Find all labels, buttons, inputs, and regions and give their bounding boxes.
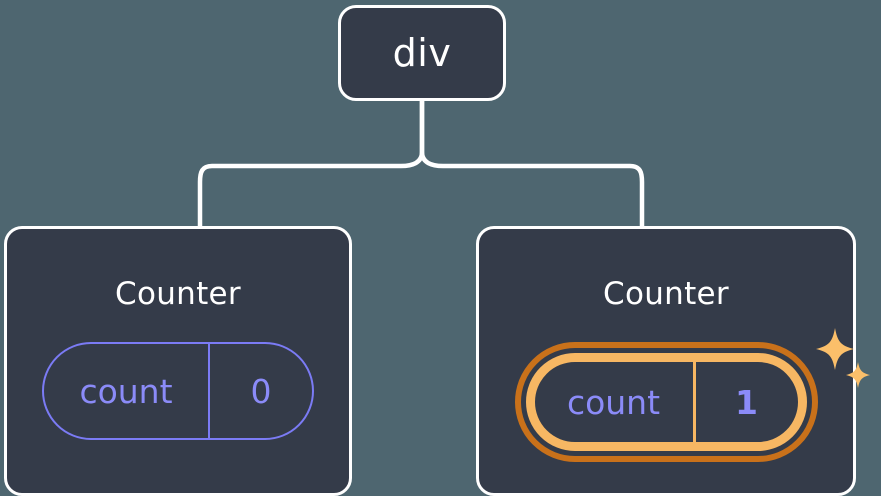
state-pill-right-wrapper: count 1 — [514, 328, 870, 462]
connector-left-branch — [197, 97, 425, 231]
node-counter-right[interactable]: Counter count 1 — [476, 226, 870, 496]
sparkle-small-icon — [845, 362, 870, 388]
sparkle-large-icon — [815, 328, 854, 370]
node-div[interactable]: div — [338, 5, 506, 101]
node-counter-left[interactable]: Counter count 0 — [4, 226, 352, 496]
state-pill-left[interactable]: count 0 — [42, 342, 314, 440]
state-pill-left-key: count — [79, 371, 173, 411]
state-pill-left-value: 0 — [208, 344, 312, 438]
state-pill-right-highlight-ring: count 1 — [514, 342, 818, 462]
node-div-label: div — [392, 31, 452, 75]
node-counter-right-title: Counter — [603, 276, 729, 312]
state-pill-right-key: count — [566, 382, 661, 422]
state-pill-right[interactable]: count 1 — [525, 353, 807, 451]
node-counter-left-title: Counter — [115, 276, 241, 312]
state-pill-left-wrapper: count 0 — [42, 342, 314, 440]
connector-right-branch — [419, 97, 645, 231]
state-pill-right-value: 1 — [692, 362, 798, 442]
sparkle-icon — [815, 328, 870, 388]
